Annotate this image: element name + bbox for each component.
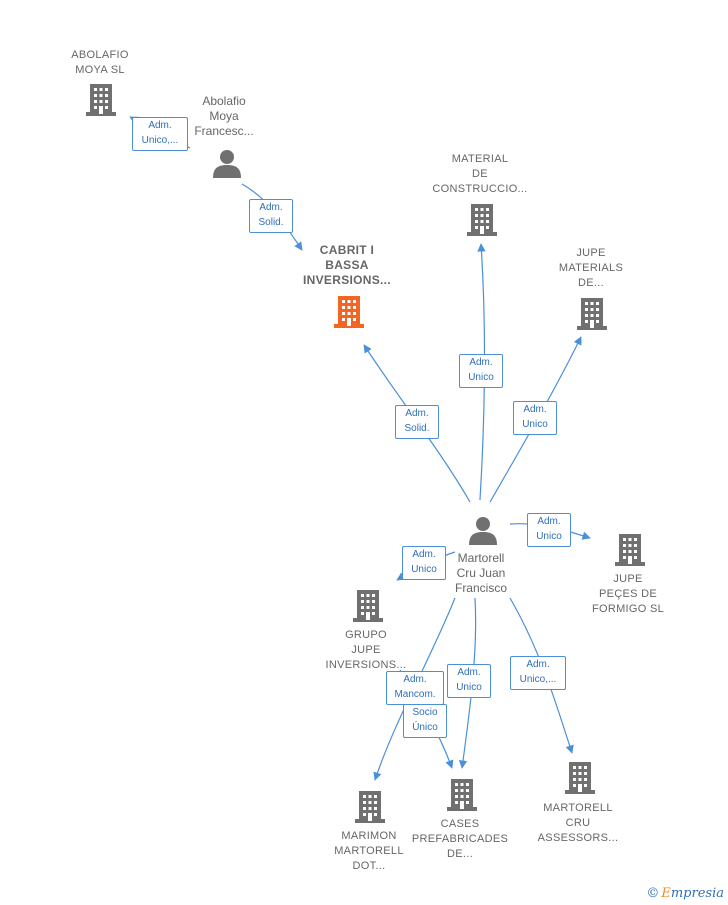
empresia-logo: ©Empresia [646,886,724,901]
person-icon [213,150,241,178]
building-icon [353,590,383,622]
node-label-material[interactable]: MATERIAL DE CONSTRUCCIO... [432,153,528,195]
edge-label[interactable]: Adm. Unico,... [510,656,566,690]
node-label-cabrit[interactable]: CABRIT I BASSA INVERSIONS... [303,243,391,287]
node-label-grupo-jupe[interactable]: GRUPO JUPE INVERSIONS... [325,629,407,671]
building-icon [334,296,364,328]
edge-label[interactable]: Adm. Unico [527,513,571,547]
edge-label[interactable]: Adm. Unico [402,546,446,580]
node-label-cases[interactable]: CASES PREFABRICADES DE... [411,818,509,860]
node-label-abolafio-person[interactable]: Abolafio Moya Francesc... [194,94,254,138]
edge-label[interactable]: Adm. Solid. [249,199,293,233]
edge-label[interactable]: Adm. Unico [447,664,491,698]
node-label-martorell-person[interactable]: Martorell Cru Juan Francisco [454,551,507,595]
edge-label[interactable]: Adm. Mancom. [386,671,444,705]
building-icon [355,791,385,823]
edge-label[interactable]: Socio Único [403,704,447,738]
node-label-abolafio-moya-sl[interactable]: ABOLAFIO MOYA SL [71,49,129,76]
logo-text: mpresia [670,886,724,901]
edge-label[interactable]: Adm. Unico,... [132,117,188,151]
edge-label[interactable]: Adm. Solid. [395,405,439,439]
building-icon [447,779,477,811]
building-icon [577,298,607,330]
edge-label[interactable]: Adm. Unico [459,354,503,388]
node-label-marimon[interactable]: MARIMON MARTORELL DOT... [334,830,404,872]
node-label-jupe-peces[interactable]: JUPE PEÇES DE FORMIGO SL [591,573,665,615]
logo-letter: E [661,886,671,901]
node-label-martorell-cru[interactable]: MARTORELL CRU ASSESSORS... [537,802,619,844]
person-icon [469,517,497,545]
node-label-jupe-materials[interactable]: JUPE MATERIALS DE... [558,247,624,289]
building-icon [467,204,497,236]
edge-label[interactable]: Adm. Unico [513,401,557,435]
building-icon [86,84,116,116]
building-icon [615,534,645,566]
copyright-symbol: © [646,886,660,901]
building-icon [565,762,595,794]
